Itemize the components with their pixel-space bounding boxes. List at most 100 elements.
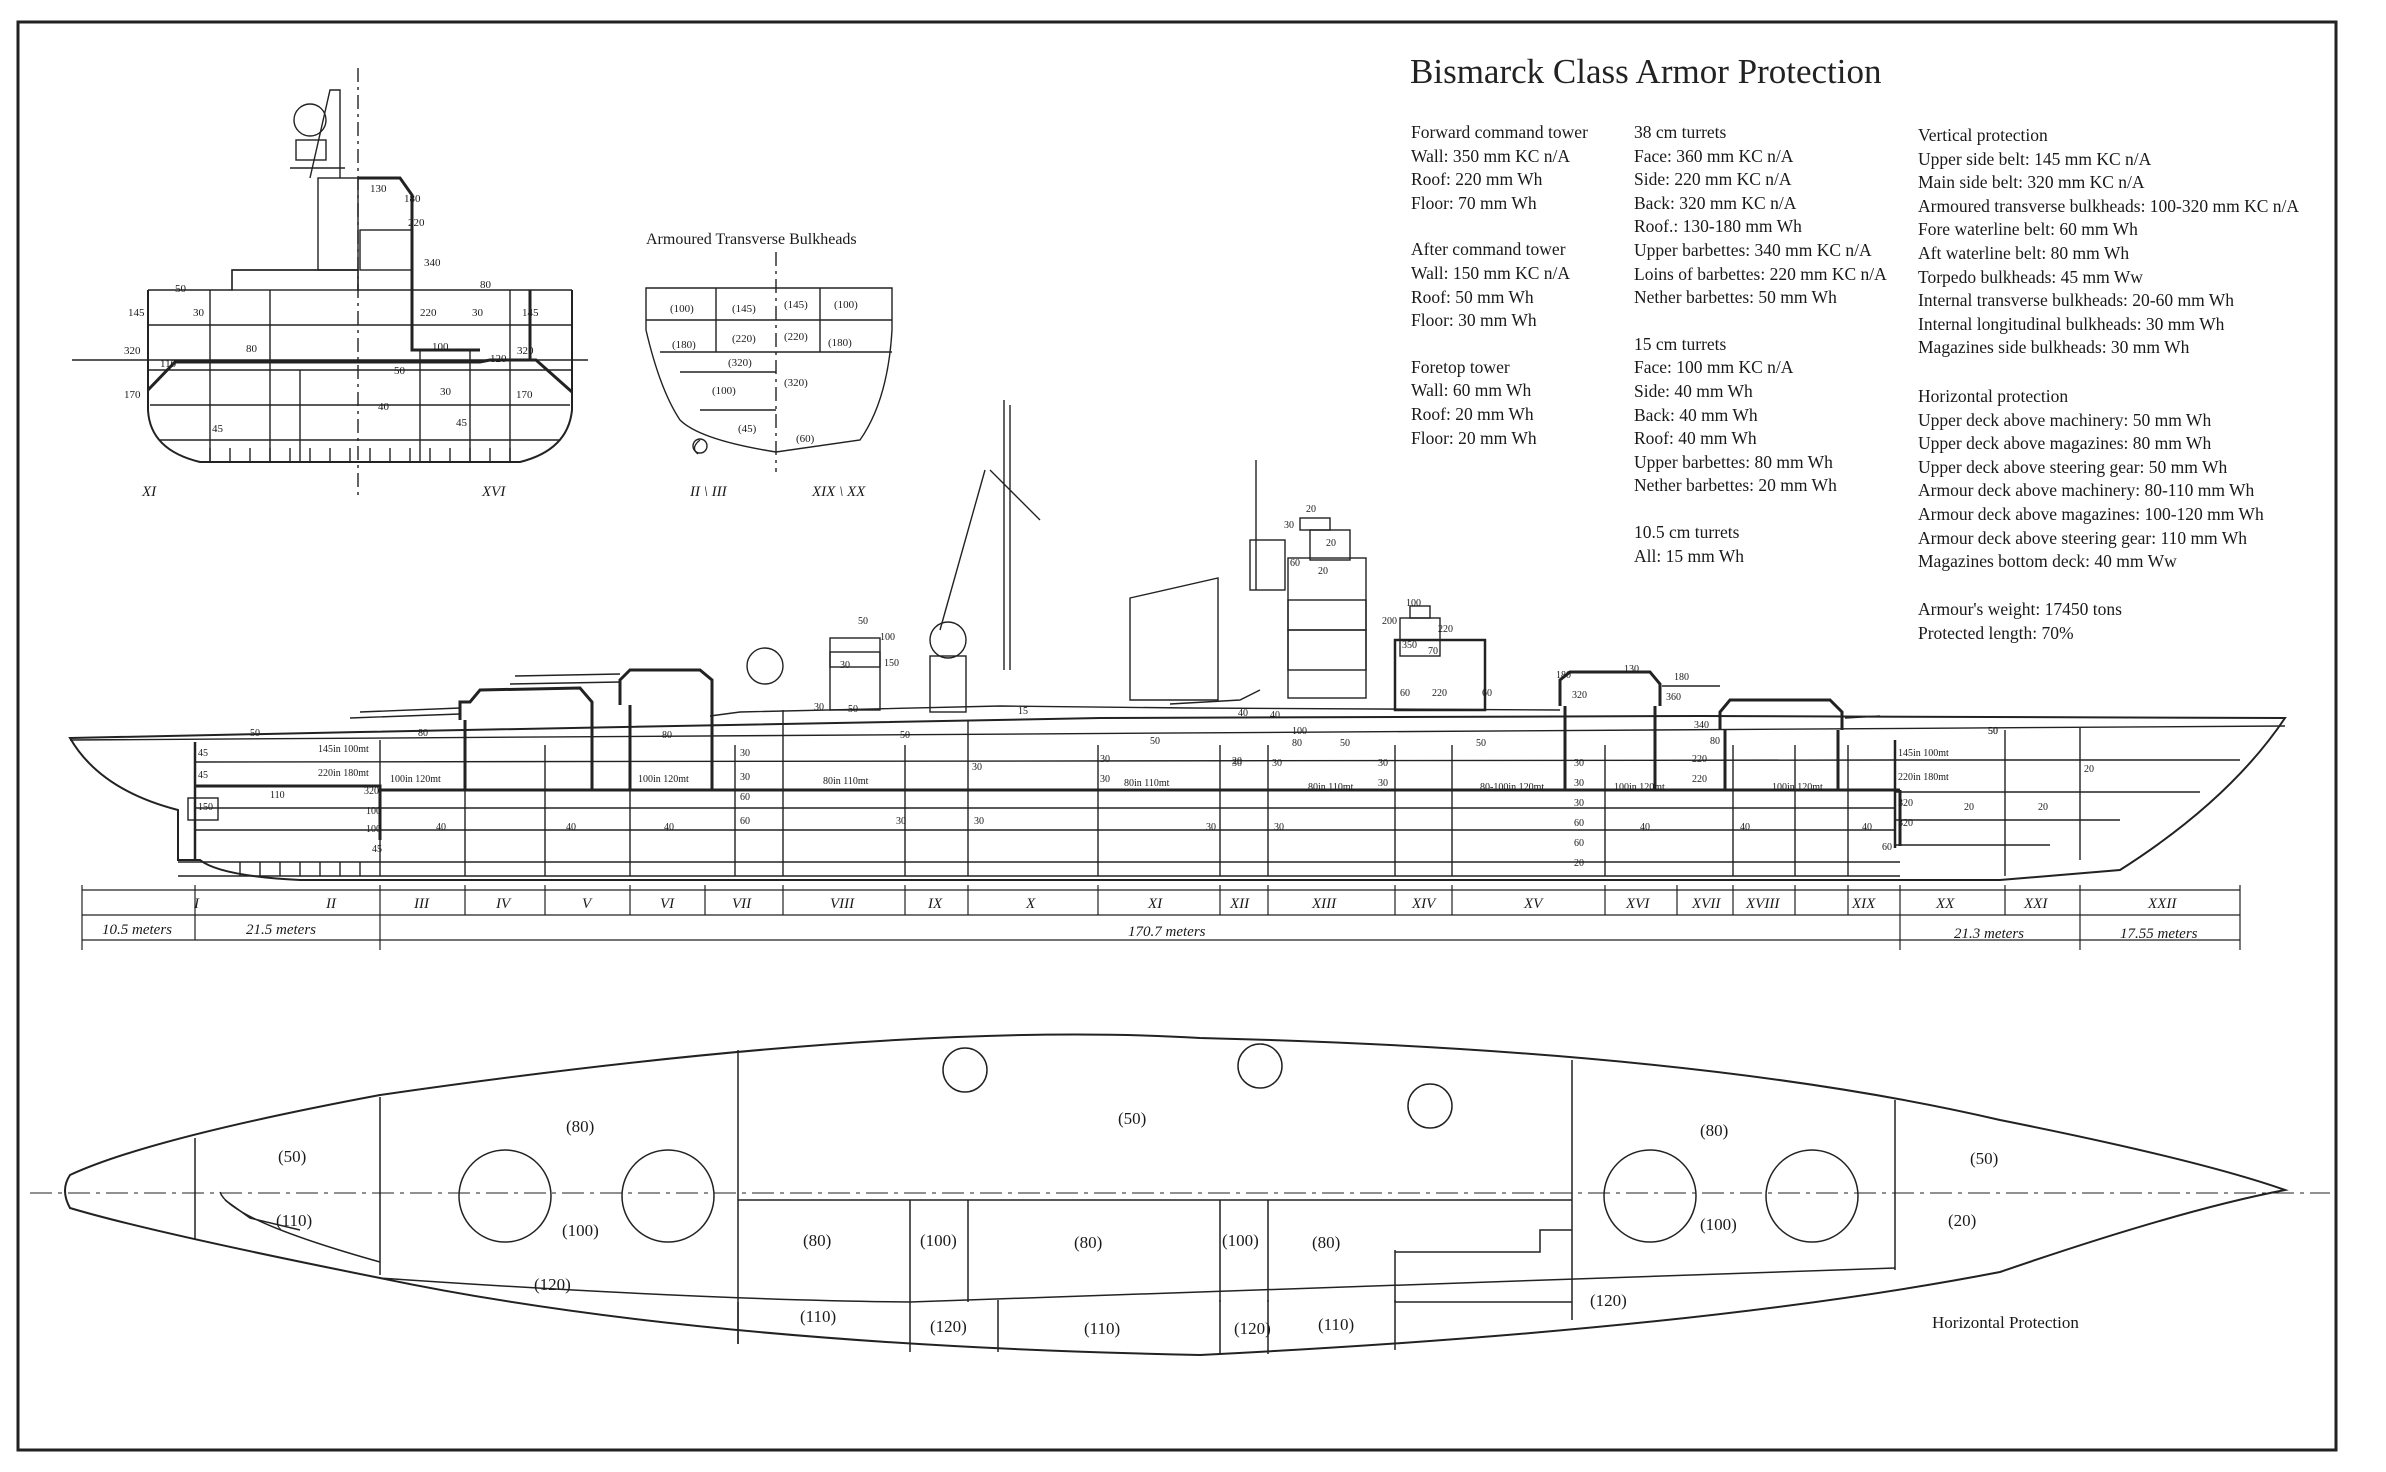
pr-label: 30 bbox=[840, 660, 850, 671]
cross-section bbox=[72, 68, 588, 498]
plan-label: (100) bbox=[562, 1221, 599, 1240]
section-scale bbox=[81, 885, 2241, 950]
section-number: XV bbox=[1523, 896, 1544, 912]
note-heading: Vertical protection bbox=[1918, 125, 2048, 145]
pr-label: 50 bbox=[848, 704, 858, 715]
note-line: Upper barbettes: 340 mm KC n/A bbox=[1634, 239, 1872, 260]
section-number: XVIII bbox=[1745, 896, 1780, 912]
section-number: XVI bbox=[1625, 896, 1650, 912]
pr-label: 20 bbox=[1964, 802, 1974, 813]
bh-label: (320) bbox=[728, 357, 752, 369]
length-label: 21.3 meters bbox=[1954, 926, 2024, 942]
pr-label: 80 bbox=[1710, 736, 1720, 747]
pr-label: 100in 120mt bbox=[1772, 782, 1823, 793]
plan-label: (80) bbox=[803, 1231, 831, 1250]
pr-label: 60 bbox=[740, 792, 750, 803]
pr-label: 20 bbox=[2038, 802, 2048, 813]
pr-label: 60 bbox=[1574, 818, 1584, 829]
bh-label: (320) bbox=[784, 377, 808, 389]
pr-label: 20 bbox=[1574, 858, 1584, 869]
pr-label: 40 bbox=[1640, 822, 1650, 833]
pr-label: 20 bbox=[1326, 538, 1336, 549]
pr-label: 20 bbox=[2084, 764, 2094, 775]
pr-label: 20 bbox=[1306, 504, 1316, 515]
note-line: Roof.: 130-180 mm Wh bbox=[1634, 216, 1802, 237]
note-heading: Foretop tower bbox=[1411, 356, 1510, 377]
section-number: VI bbox=[660, 896, 675, 912]
bh-label: (220) bbox=[732, 333, 756, 345]
note-heading: 10.5 cm turrets bbox=[1634, 521, 1740, 542]
note-line: Back: 320 mm KC n/A bbox=[1634, 192, 1797, 213]
note-line: Face: 360 mm KC n/A bbox=[1634, 145, 1794, 166]
plan-label: (80) bbox=[1074, 1233, 1102, 1252]
bh-section-right: XIX \ XX bbox=[811, 484, 866, 500]
section-number: XVII bbox=[1691, 896, 1721, 912]
section-number: III bbox=[413, 896, 430, 912]
section-number: VII bbox=[732, 896, 752, 912]
pr-label: 30 bbox=[1574, 798, 1584, 809]
pr-label: 30 bbox=[1378, 758, 1388, 769]
pr-label: 20 bbox=[1232, 756, 1242, 767]
pr-label: 70 bbox=[1428, 646, 1438, 657]
note-line: Magazines bottom deck: 40 mm Ww bbox=[1918, 551, 2177, 572]
bh-label: (45) bbox=[738, 423, 757, 435]
section-number: XIV bbox=[1411, 896, 1437, 912]
command-tower-notes: Forward command tower Wall: 350 mm KC n/… bbox=[1411, 121, 1588, 473]
note-line: Armour deck above steering gear: 110 mm … bbox=[1918, 527, 2247, 548]
length-label: 10.5 meters bbox=[102, 922, 172, 938]
note-line: Roof: 50 mm Wh bbox=[1411, 286, 1534, 307]
plan-label: (120) bbox=[1234, 1319, 1271, 1338]
pr-label: 30 bbox=[1574, 778, 1584, 789]
pr-label: 80in 110mt bbox=[823, 776, 869, 787]
pr-label: 30 bbox=[896, 816, 906, 827]
plan-labels: (50) (110) (80) (100) (120) (50) (80) (1… bbox=[276, 1109, 2079, 1338]
pr-label: 100 bbox=[880, 632, 895, 643]
note-line: Nether barbettes: 20 mm Wh bbox=[1634, 475, 1837, 496]
pr-label: 30 bbox=[1574, 758, 1584, 769]
pr-label: 100in 120mt bbox=[638, 774, 689, 785]
page-title: Bismarck Class Armor Protection bbox=[1410, 52, 1882, 91]
bh-label: (100) bbox=[834, 299, 858, 311]
pr-label: 80 bbox=[662, 730, 672, 741]
pr-label: 30 bbox=[1100, 754, 1110, 765]
xs-label: 220 bbox=[408, 217, 425, 229]
pr-label: 100 bbox=[1406, 598, 1421, 609]
pr-label: 30 bbox=[972, 762, 982, 773]
plan-label: (100) bbox=[1700, 1215, 1737, 1234]
pr-label: 40 bbox=[1740, 822, 1750, 833]
pr-label: 110 bbox=[270, 790, 285, 801]
pr-label: 100in 120mt bbox=[390, 774, 441, 785]
pr-label: 80in 110mt bbox=[1124, 778, 1170, 789]
note-line: Upper deck above machinery: 50 mm Wh bbox=[1918, 409, 2212, 430]
pr-label: 320 bbox=[364, 786, 379, 797]
section-number: IV bbox=[495, 896, 512, 912]
note-line: Wall: 60 mm Wh bbox=[1411, 380, 1532, 401]
plan-label: (20) bbox=[1948, 1211, 1976, 1230]
pr-label: 80 bbox=[418, 728, 428, 739]
pr-label: 320 bbox=[1572, 690, 1587, 701]
note-heading: Horizontal protection bbox=[1918, 386, 2069, 406]
pr-label: 100in 120mt bbox=[1614, 782, 1665, 793]
pr-label: 320 bbox=[1898, 798, 1913, 809]
section-number: IX bbox=[927, 896, 943, 912]
note-line: Loins of barbettes: 220 mm KC n/A bbox=[1634, 263, 1887, 284]
pr-label: 220in 180mt bbox=[318, 768, 369, 779]
pr-label: 80-100in 120mt bbox=[1480, 782, 1544, 793]
xs-label: 45 bbox=[212, 423, 224, 435]
note-line: Roof: 220 mm Wh bbox=[1411, 169, 1543, 190]
note-line: Nether barbettes: 50 mm Wh bbox=[1634, 287, 1837, 308]
note-line: Wall: 150 mm KC n/A bbox=[1411, 262, 1571, 283]
xs-label: 320 bbox=[124, 345, 141, 357]
pr-label: 180 bbox=[1556, 670, 1571, 681]
section-number: XII bbox=[1229, 896, 1250, 912]
section-number: XXII bbox=[2147, 896, 2177, 912]
note-line: Upper side belt: 145 mm KC n/A bbox=[1918, 148, 2152, 169]
pr-label: 50 bbox=[250, 728, 260, 739]
pr-label: 30 bbox=[1378, 778, 1388, 789]
bulkhead-diagram bbox=[645, 252, 893, 472]
pr-label: 50 bbox=[1476, 738, 1486, 749]
xs-label: 30 bbox=[193, 307, 205, 319]
pr-label: 40 bbox=[436, 822, 446, 833]
note-line: Torpedo bulkheads: 45 mm Ww bbox=[1918, 266, 2143, 287]
bh-section-left: II \ III bbox=[689, 484, 728, 500]
